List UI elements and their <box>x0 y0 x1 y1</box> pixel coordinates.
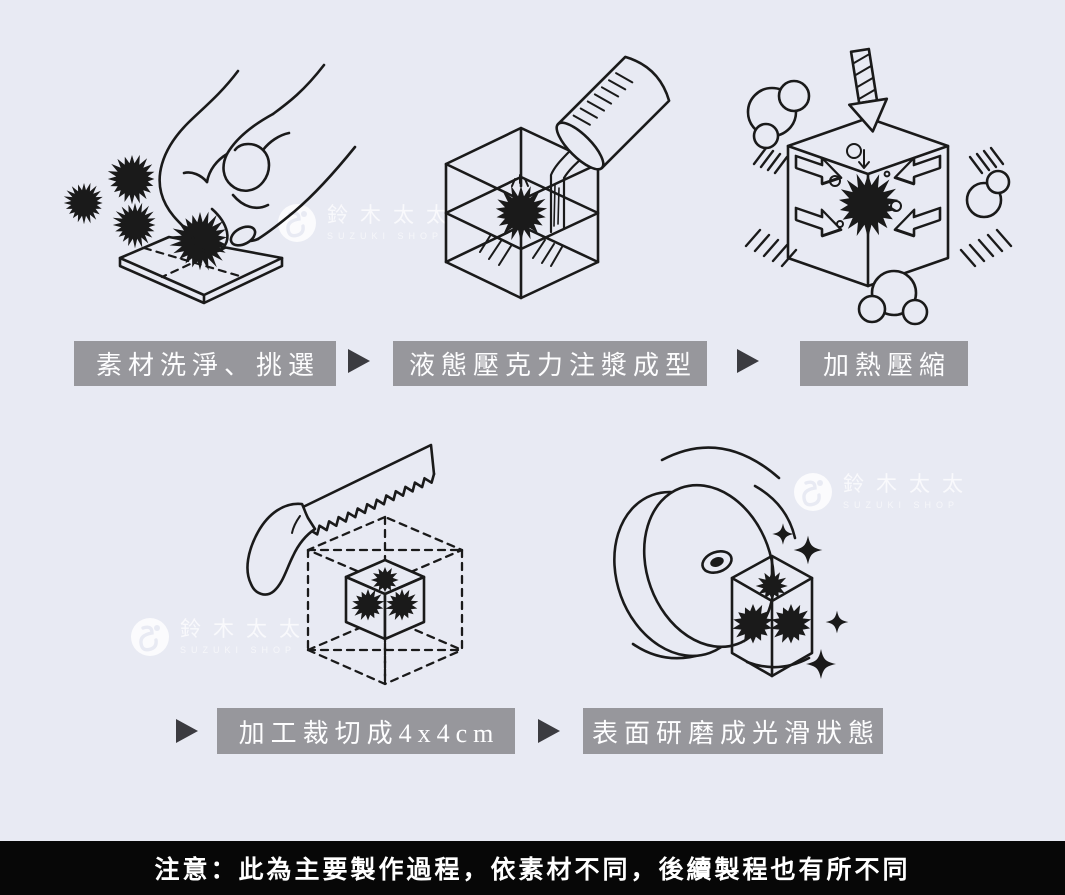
brand-logo-icon <box>131 618 169 656</box>
press-arrow-right-top <box>893 154 942 186</box>
watermark-brand-sub: SUZUKI SHOP <box>180 645 297 655</box>
press-plate-stripes <box>744 146 1013 268</box>
note-bar: 注意：此為主要製作過程，依素材不同，後續製程也有所不同 <box>0 841 1065 895</box>
urchin-left-face <box>732 604 774 644</box>
measuring-cup <box>555 55 671 171</box>
watermark-brand-sub: SUZUKI SHOP <box>327 231 444 241</box>
urchin-in-mold <box>495 185 548 243</box>
compression-marks <box>829 143 902 228</box>
urchin-top-face <box>755 571 788 600</box>
watermark: 鈴木太太 SUZUKI SHOP <box>793 472 975 512</box>
arrow-right-icon <box>348 349 370 373</box>
watermark-brand-name: 鈴木太太 <box>843 472 975 496</box>
arrow-right-icon <box>176 719 198 743</box>
press-arrow-left-bottom <box>794 206 843 238</box>
step-label-5: 表面研磨成光滑狀態 <box>583 708 883 754</box>
urchin-balls <box>63 154 227 271</box>
watermark-brand-name: 鈴木太太 <box>327 203 459 227</box>
illustration-compress <box>744 47 1013 326</box>
steam-cloud-left <box>746 79 811 150</box>
illustration-polishing <box>613 446 849 679</box>
small-cube <box>344 558 426 641</box>
watermark: 鈴木太太 SUZUKI SHOP <box>130 617 312 657</box>
step-label-2: 液態壓克力注漿成型 <box>393 341 707 386</box>
urchin-compressed <box>839 173 898 239</box>
illustration-casting <box>444 55 671 300</box>
illustration-cutting <box>246 443 464 686</box>
watermark-brand-name: 鈴木太太 <box>180 617 312 641</box>
hand <box>158 63 357 254</box>
note-text: 注意：此為主要製作過程，依素材不同，後續製程也有所不同 <box>154 857 911 884</box>
step-label-3: 加熱壓縮 <box>800 341 968 386</box>
arrow-right-icon <box>538 719 560 743</box>
watermark-brand-sub: SUZUKI SHOP <box>843 500 960 510</box>
press-arrow-top <box>848 47 889 133</box>
steam-cloud-right <box>965 169 1011 219</box>
step-label-4: 加工裁切成4x4cm <box>217 708 515 754</box>
hand-saw <box>246 443 436 596</box>
press-arrow-right-bottom <box>893 206 942 238</box>
polish-wheel <box>613 483 776 658</box>
splash-hatching <box>479 174 563 267</box>
brand-logo-icon <box>278 204 316 242</box>
brand-logo-icon <box>794 473 832 511</box>
sparkle-icons <box>772 523 849 679</box>
urchin-right-face <box>770 604 812 644</box>
illustration-wash-select <box>63 63 357 305</box>
saw-handle <box>246 502 317 596</box>
step-label-1: 素材洗淨、挑選 <box>74 341 336 386</box>
steam-cloud-bottom <box>857 269 929 326</box>
thumbnail <box>229 225 257 247</box>
press-arrow-left-top <box>794 154 843 186</box>
arrow-right-icon <box>737 349 759 373</box>
watermark: 鈴木太太 SUZUKI SHOP <box>277 203 459 243</box>
